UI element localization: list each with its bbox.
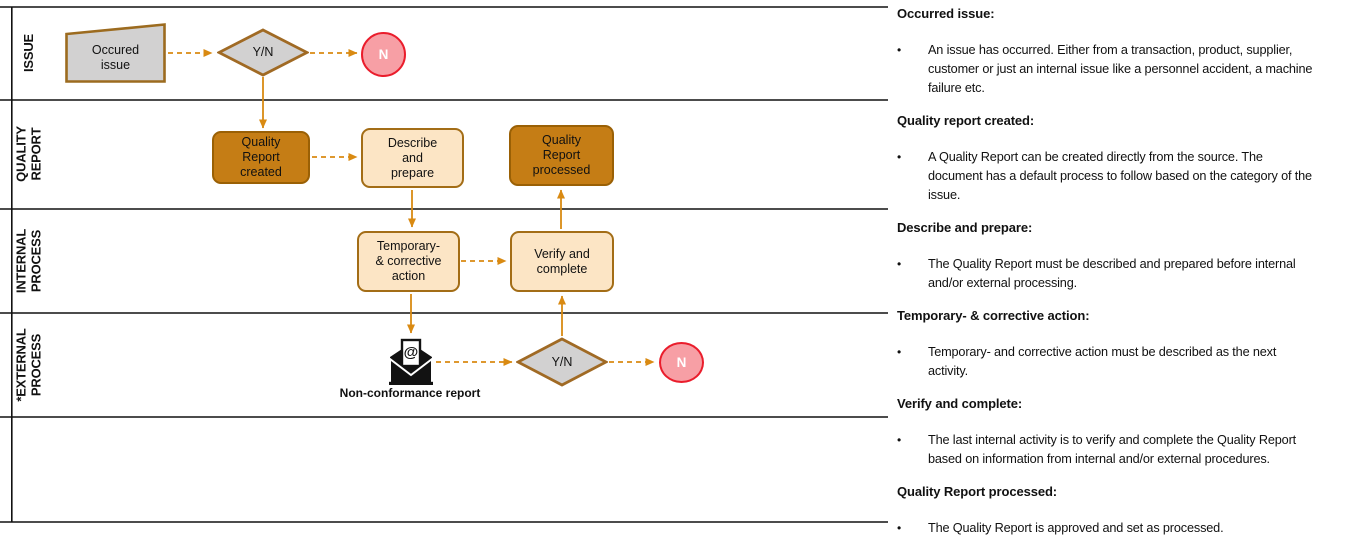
lane-label-issue: ISSUE [20,33,36,73]
note-section-occurred-issue: Occurred issue: • An issue has occurred.… [897,6,1365,98]
task-quality-report-processed-label: Quality Report processed [532,133,591,177]
task-describe-and-prepare-label: Describe and prepare [387,135,438,180]
open-envelope-at-icon: @ [389,338,433,385]
terminator-issue-n: N [361,32,406,77]
note-section-describe-and-prepare: Describe and prepare: • The Quality Repo… [897,220,1365,293]
note-heading: Occurred issue: [897,6,995,21]
note-text: The last internal activity is to verify … [928,433,1297,466]
task-quality-report-created: Quality Report created [212,131,310,184]
decision-issue-label: Y/N [252,45,274,59]
terminator-external-n: N [659,342,704,383]
diamond-shape-outline [217,28,309,77]
note-text: An issue has occurred. Either from a tra… [928,43,1313,95]
task-verify-and-complete: Verify and complete [510,231,614,292]
decision-issue-shape: Y/N [217,28,309,77]
bullet-icon: • [897,433,902,447]
lane-label-external-process: *EXTERNAL PROCESS [13,328,44,402]
bullet-icon: • [897,345,902,359]
note-text: Temporary- and corrective action must be… [928,345,1277,378]
task-temporary-corrective-action: Temporary- & corrective action [357,231,460,292]
task-temporary-corrective-action-label: Temporary- & corrective action [375,239,442,283]
note-text: The Quality Report is approved and set a… [928,521,1224,535]
flow-connectors [0,6,888,523]
at-sign-glyph: @ [404,344,419,361]
note-text: The Quality Report must be described and… [928,257,1296,290]
lane-divider-lines [0,6,888,523]
lane-label-internal-process: INTERNAL PROCESS [13,228,44,294]
occurred-issue-label: Occured issue [91,42,140,72]
bullet-icon: • [897,521,902,535]
task-quality-report-created-label: Quality Report created [240,135,282,179]
decision-external-shape: Y/N [516,337,608,387]
note-heading: Temporary- & corrective action: [897,308,1090,323]
occurred-issue-shape: Occured issue [65,23,166,83]
bullet-icon: • [897,43,902,57]
note-heading: Describe and prepare: [897,220,1033,235]
note-section-temporary-corrective-action: Temporary- & corrective action: • Tempor… [897,308,1365,381]
lane-label-quality-report: QUALITY REPORT [13,126,44,182]
note-text: A Quality Report can be created directly… [928,150,1312,202]
bullet-icon: • [897,257,902,271]
decision-external-label: Y/N [551,354,573,369]
trapezoid-shape-outline [65,23,166,83]
task-quality-report-processed: Quality Report processed [509,125,614,186]
terminator-external-n-label: N [676,355,687,370]
terminator-issue-n-label: N [378,47,389,62]
email-icon: @ [388,338,434,385]
diamond-shape-outline [516,337,608,387]
note-heading: Quality Report processed: [897,484,1058,499]
task-verify-and-complete-label: Verify and complete [534,246,590,276]
note-section-verify-and-complete: Verify and complete: • The last internal… [897,396,1365,469]
non-conformance-report-label: Non-conformance report [339,386,481,400]
note-heading: Quality report created: [897,113,1035,128]
process-arrows [168,49,655,366]
bullet-icon: • [897,150,902,164]
process-notes-panel: Occurred issue: • An issue has occurred.… [897,6,1365,552]
task-describe-and-prepare: Describe and prepare [361,128,464,188]
note-section-quality-report-created: Quality report created: • A Quality Repo… [897,113,1365,205]
note-section-quality-report-processed: Quality Report processed: • The Quality … [897,484,1365,538]
note-heading: Verify and complete: [897,396,1023,411]
